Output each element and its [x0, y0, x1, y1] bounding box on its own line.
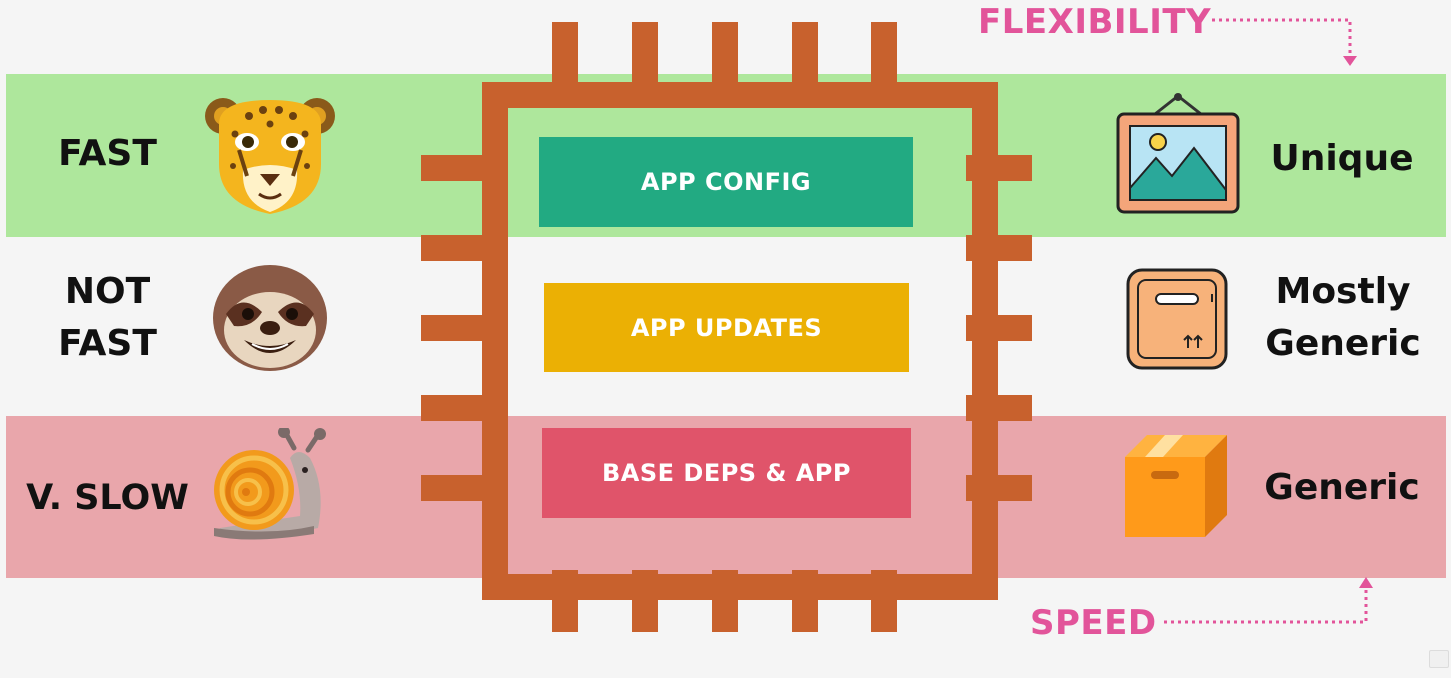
flexibility-axis-label: FLEXIBILITY	[978, 2, 1212, 42]
layer-app-updates: APP UPDATES	[544, 283, 909, 372]
cheetah-icon	[205, 98, 335, 214]
flexibility-arrow-icon	[1212, 18, 1357, 66]
speed-label-very-slow: V. SLOW	[26, 478, 189, 518]
layer-label: APP UPDATES	[630, 313, 823, 342]
chip-pin	[712, 22, 738, 86]
speed-label-fast: FAST	[58, 133, 157, 174]
chip-pin	[792, 22, 818, 86]
chip-pin	[632, 22, 658, 86]
snail-icon	[214, 428, 326, 540]
chip-frame	[482, 82, 998, 600]
layer-app-config: APP CONFIG	[539, 137, 913, 227]
flex-label-unique: Unique	[1270, 138, 1414, 179]
chip-pin	[552, 22, 578, 86]
layer-base-deps: BASE DEPS & APP	[542, 428, 911, 518]
speed-label-not-fast: NOT FAST	[58, 271, 157, 364]
chip-pin	[421, 315, 487, 341]
speed-arrow-icon	[1164, 577, 1373, 624]
layer-label: BASE DEPS & APP	[602, 459, 851, 487]
layer-label: APP CONFIG	[640, 168, 812, 196]
chip-pin	[421, 155, 487, 181]
flex-label-mostly-generic: Mostly Generic	[1265, 271, 1421, 364]
package-icon	[1125, 435, 1227, 537]
chip-pin	[421, 395, 487, 421]
picture-frame-icon	[1116, 93, 1240, 214]
box-icon	[1126, 268, 1228, 370]
chip-pin	[421, 235, 487, 261]
watermark-icon	[1429, 650, 1449, 668]
sloth-icon	[213, 265, 327, 371]
speed-axis-label: SPEED	[1030, 603, 1157, 643]
chip-pin	[871, 22, 897, 86]
flex-label-generic: Generic	[1264, 467, 1420, 508]
chip-pin	[421, 475, 487, 501]
